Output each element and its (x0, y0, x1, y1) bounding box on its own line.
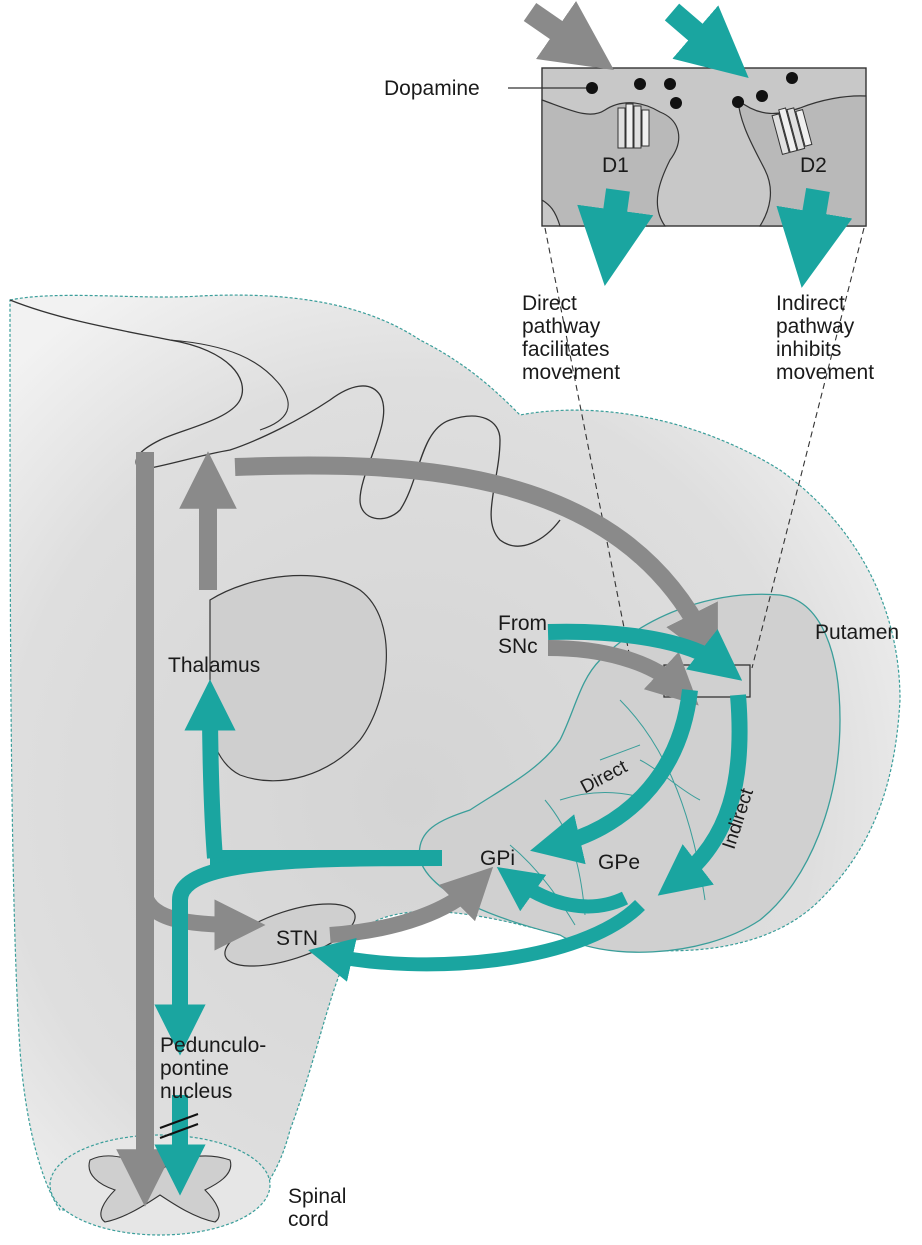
svg-text:movement: movement (776, 361, 874, 384)
label-spinal-cord: Spinal cord (288, 1185, 346, 1231)
svg-text:SNc: SNc (498, 635, 538, 658)
d2-output-arrow (808, 190, 818, 250)
svg-text:cord: cord (288, 1208, 329, 1231)
label-gpi: GPi (480, 847, 515, 870)
receptor-channel-icon (618, 104, 649, 148)
svg-text:Spinal: Spinal (288, 1185, 346, 1208)
label-indirect-pathway: Indirect pathway inhibits movement (776, 292, 874, 384)
d1-output-arrow (610, 190, 618, 248)
svg-text:inhibits: inhibits (776, 338, 841, 361)
gray-input-arrow (530, 12, 585, 50)
label-d1: D1 (602, 154, 629, 177)
label-dopamine: Dopamine (384, 77, 480, 100)
svg-text:Indirect: Indirect (776, 292, 845, 315)
svg-text:pathway: pathway (522, 315, 601, 338)
svg-text:Pedunculo-: Pedunculo- (160, 1034, 266, 1057)
label-thalamus: Thalamus (168, 654, 260, 677)
label-d2: D2 (800, 154, 827, 177)
svg-text:movement: movement (522, 361, 620, 384)
svg-text:facilitates: facilitates (522, 338, 610, 361)
svg-text:pontine: pontine (160, 1057, 229, 1080)
gpi-to-thalamus-arrow (210, 705, 215, 858)
svg-text:Direct: Direct (522, 292, 577, 315)
label-direct-pathway: Direct pathway facilitates movement (522, 292, 620, 384)
svg-text:nucleus: nucleus (160, 1080, 232, 1103)
label-putamen: Putamen (815, 621, 899, 644)
label-stn: STN (276, 927, 318, 950)
svg-text:pathway: pathway (776, 315, 855, 338)
svg-text:From: From (498, 612, 547, 635)
label-gpe: GPe (598, 851, 640, 874)
teal-input-arrow (672, 12, 722, 55)
